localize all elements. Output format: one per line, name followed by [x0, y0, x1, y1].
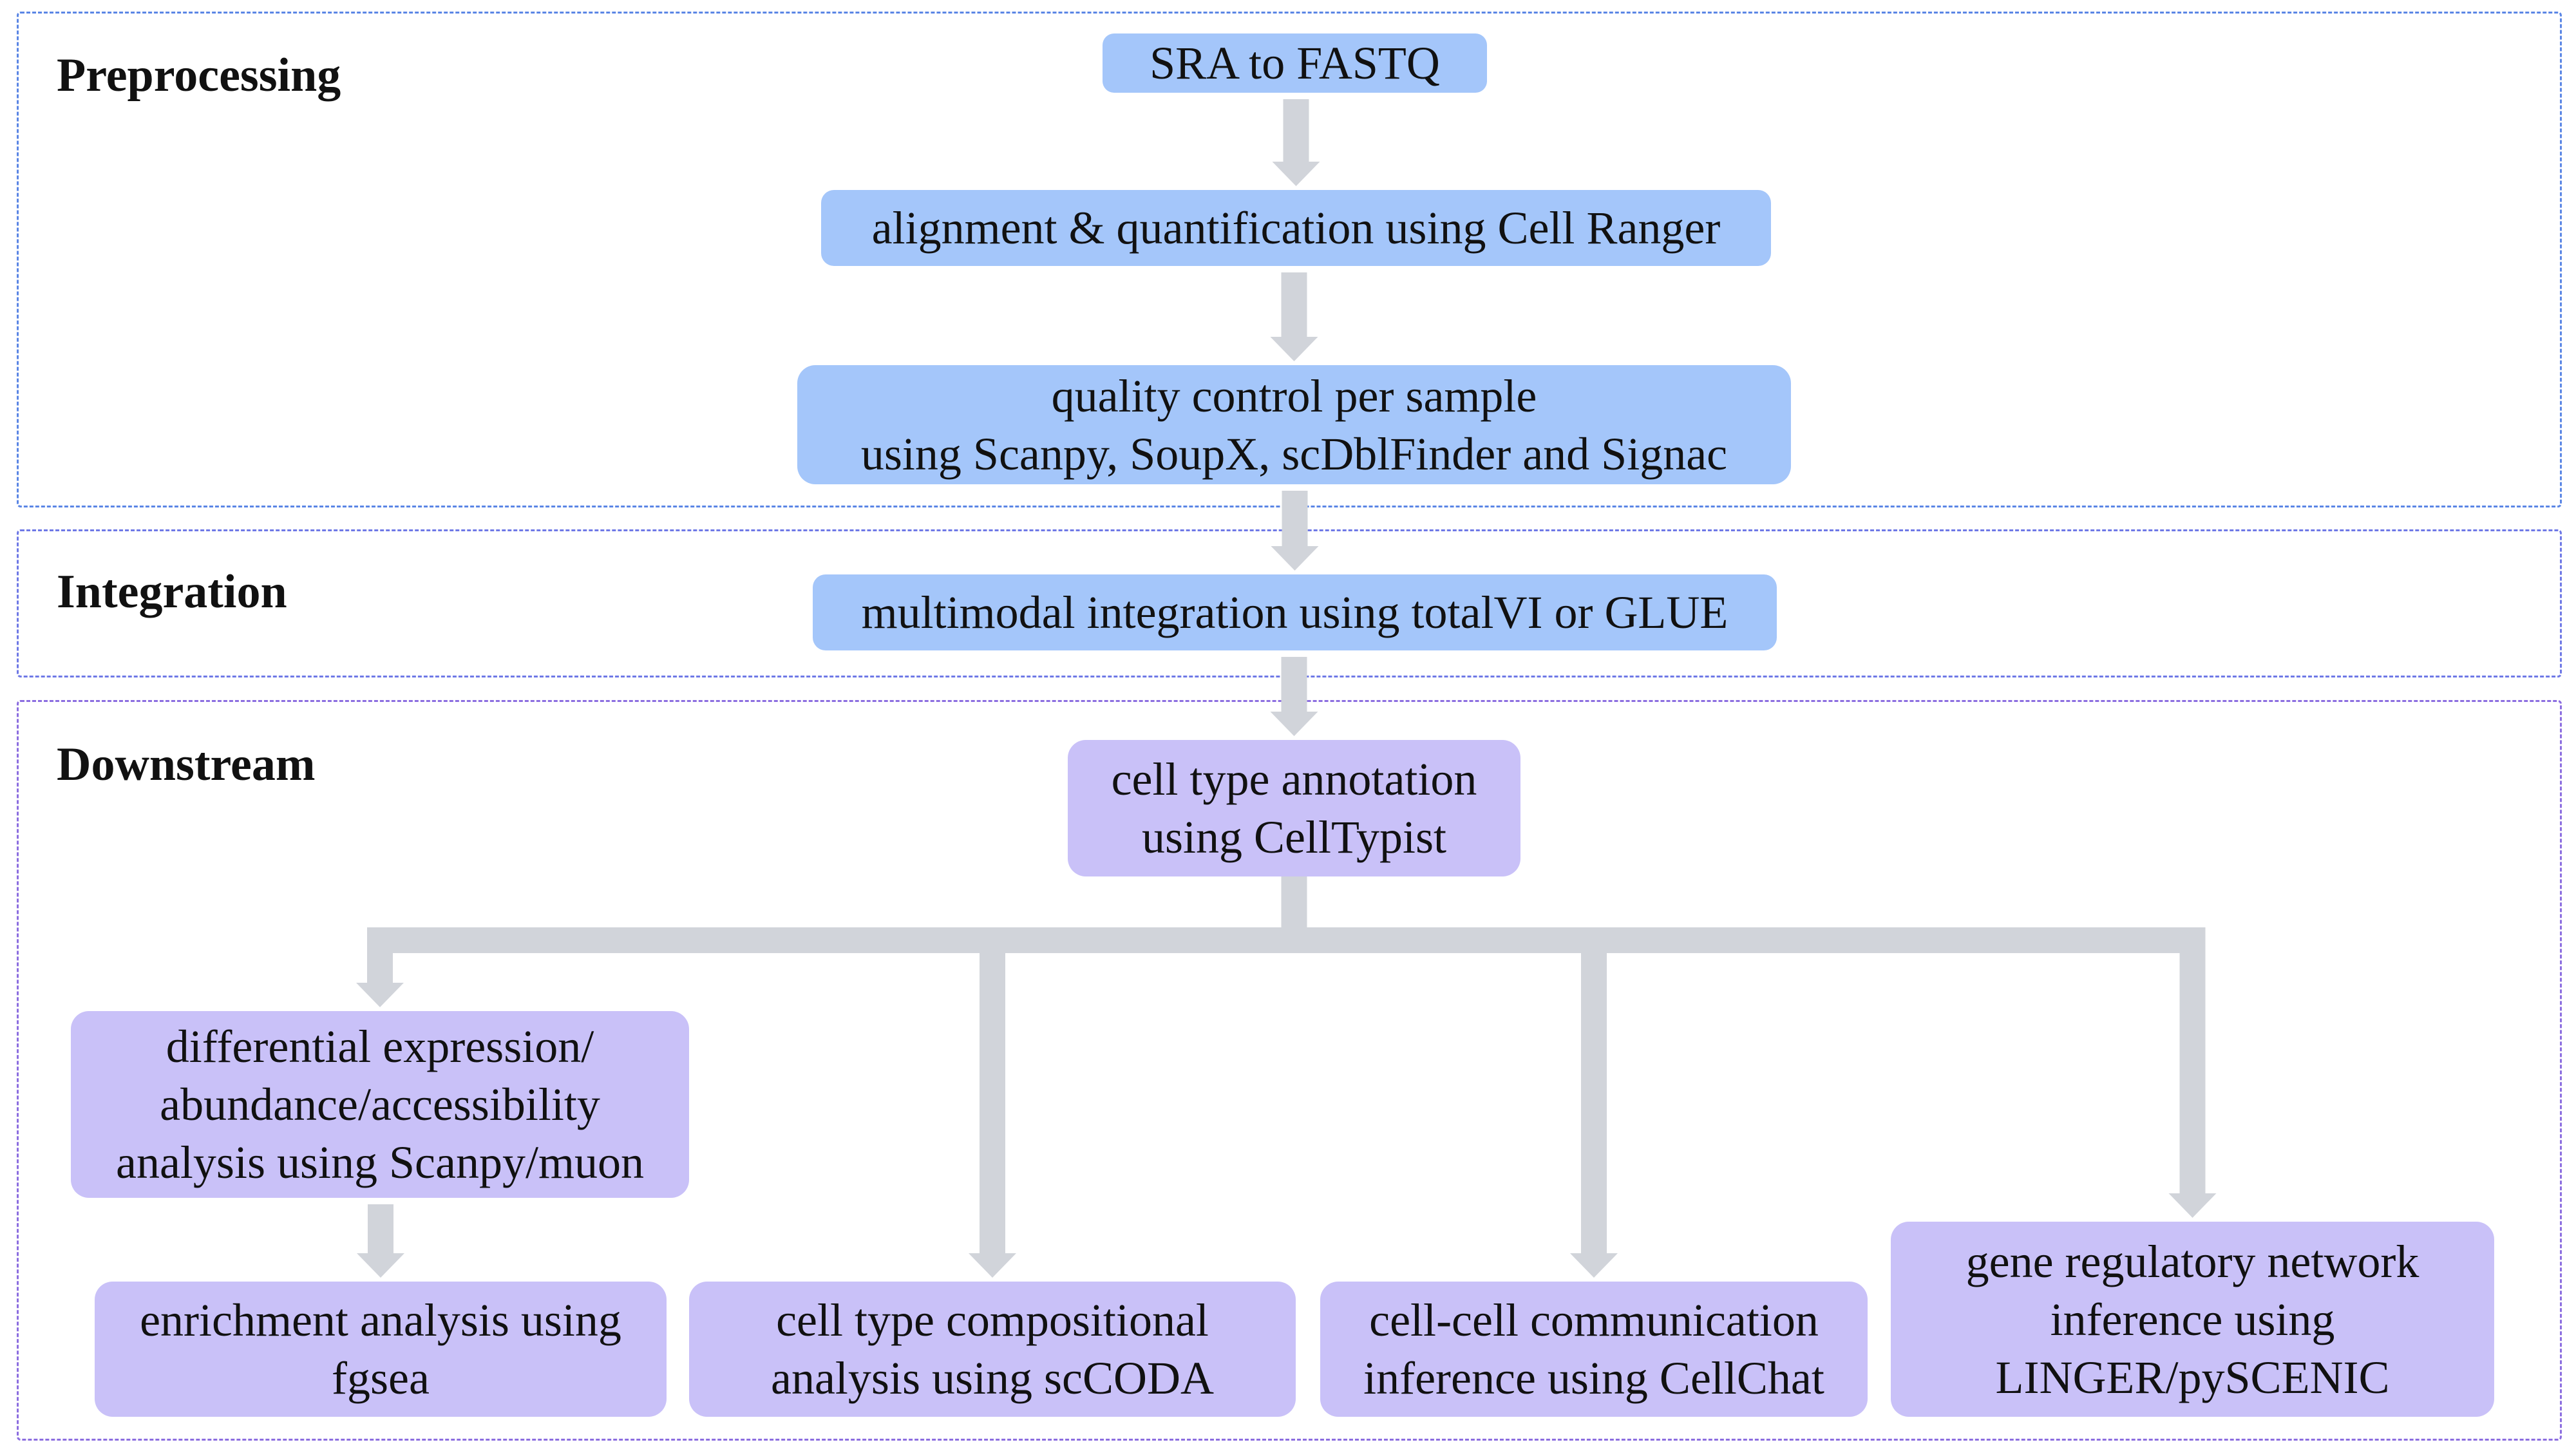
differential-text-1: differential expression/ [166, 1021, 594, 1072]
connector-differential-to-enrichment-shaft [368, 1204, 393, 1253]
grn-text-1: gene regulatory network [1965, 1235, 2420, 1287]
compositional-node: cell type compositional analysis using s… [689, 1282, 1296, 1417]
annotation-text-1: cell type annotation [1111, 753, 1477, 805]
enrichment-text-1: enrichment analysis using [140, 1294, 621, 1346]
connector-integration-to-annotation-shaft [1281, 657, 1307, 712]
compositional-text-2: analysis using scCODA [771, 1352, 1214, 1404]
connector-alignment-to-quality_control-shaft [1281, 272, 1307, 337]
grn-text-2: inference using [2050, 1293, 2335, 1345]
differential-text-3: analysis using Scanpy/muon [116, 1137, 644, 1188]
communication-text-2: inference using CellChat [1363, 1352, 1824, 1404]
connector-annotation-to-compositional-head [969, 1253, 1016, 1278]
connector-sra_to_fastq-to-alignment-head [1272, 162, 1320, 186]
connector-quality_control-to-integration-head [1271, 546, 1319, 571]
annotation-node: cell type annotation using CellTypist [1068, 740, 1520, 876]
differential-text-2: abundance/accessibility [160, 1079, 600, 1130]
connector-annotation-to-grn-head [2168, 1193, 2217, 1218]
quality-control-text-1: quality control per sample [1051, 370, 1537, 422]
connector-annotation-to-compositional-shaft [980, 927, 1005, 1253]
quality-control-text-2: using Scanpy, SoupX, scDblFinder and Sig… [860, 428, 1728, 480]
connector-quality_control-to-integration-shaft [1282, 491, 1308, 546]
communication-node: cell-cell communication inference using … [1320, 1282, 1868, 1417]
integration-node: multimodal integration using totalVI or … [813, 574, 1777, 650]
enrichment-node: enrichment analysis using fgsea [95, 1282, 667, 1417]
connector-alignment-to-quality_control-head [1270, 337, 1318, 361]
enrichment-text-2: fgsea [332, 1352, 430, 1404]
connector-annotation-to-communication-shaft [1581, 927, 1607, 1253]
communication-text-1: cell-cell communication [1369, 1294, 1819, 1346]
alignment-node: alignment & quantification using Cell Ra… [821, 190, 1771, 266]
grn-text-3: LINGER/pySCENIC [1995, 1351, 2390, 1403]
connector-differential-to-enrichment-head [357, 1253, 404, 1278]
connector-sra_to_fastq-to-alignment-shaft [1283, 99, 1309, 162]
sra-to-fastq-node: SRA to FASTQ [1103, 33, 1487, 93]
annotation-text-2: using CellTypist [1142, 811, 1446, 863]
quality-control-node: quality control per sample using Scanpy,… [797, 365, 1791, 484]
alignment-text-1: alignment & quantification using Cell Ra… [871, 202, 1721, 254]
downstream-section-title: Downstream [57, 738, 316, 791]
compositional-text-1: cell type compositional [776, 1294, 1209, 1346]
connector-integration-to-annotation-head [1270, 712, 1318, 736]
differential-node: differential expression/ abundance/acces… [71, 1011, 689, 1198]
connector-annotation-bus [367, 927, 2206, 953]
connector-annotation-to-communication-head [1570, 1253, 1618, 1278]
connector-annotation-to-grn-shaft [2179, 927, 2206, 1193]
sra-to-fastq-text-1: SRA to FASTQ [1150, 37, 1440, 89]
integration-text-1: multimodal integration using totalVI or … [861, 587, 1728, 638]
preprocessing-section-title: Preprocessing [57, 49, 341, 102]
grn-node: gene regulatory network inference using … [1891, 1222, 2494, 1417]
integration-section-title: Integration [57, 565, 287, 618]
connector-annotation-to-differential-head [356, 983, 404, 1007]
